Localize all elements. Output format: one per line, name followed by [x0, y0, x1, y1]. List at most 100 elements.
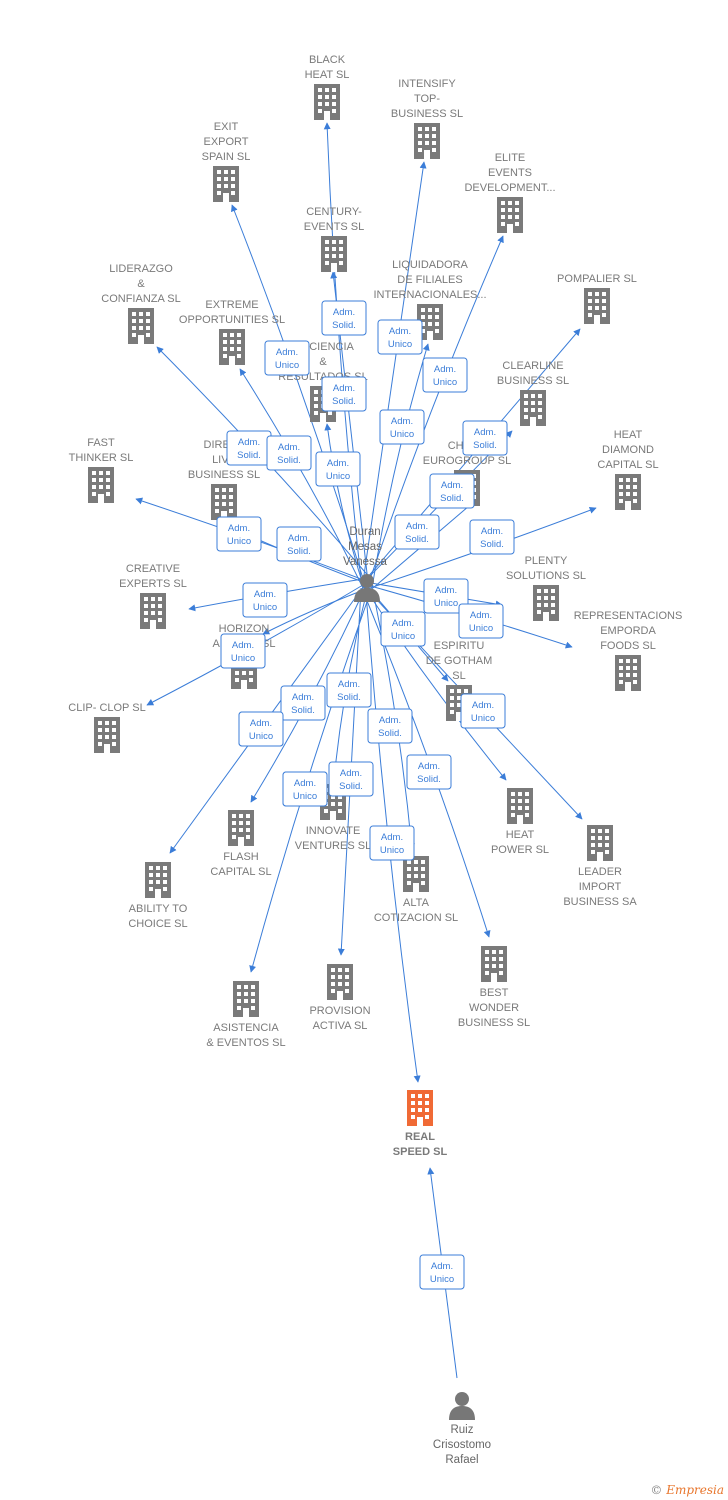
footer-brand[interactable]: © Empresia [650, 1483, 724, 1497]
company-label: ELITE [495, 152, 526, 164]
role-badge-text: Unico [249, 731, 273, 742]
company-label: SOLUTIONS SL [506, 570, 586, 582]
role-badge[interactable]: Adm.Solid. [276, 526, 322, 562]
company-label: HORIZON [219, 623, 270, 635]
role-badge[interactable]: Adm.Unico [264, 340, 310, 376]
company-label: BLACK [309, 54, 346, 66]
role-badge-text: Solid. [378, 728, 402, 739]
company-node-clip-clop[interactable]: CLIP- CLOP SL [68, 702, 146, 753]
role-badge[interactable]: Adm.Unico [369, 825, 415, 861]
company-node-creative-experts[interactable]: CREATIVE EXPERTS SL [119, 563, 187, 629]
building-icon [533, 585, 559, 621]
role-badge[interactable]: Adm.Unico [380, 611, 426, 647]
role-badge[interactable]: Adm.Solid. [321, 376, 367, 412]
company-node-asistencia[interactable]: ASISTENCIA& EVENTOS SL [206, 981, 286, 1049]
role-badge[interactable]: Adm.Unico [242, 582, 288, 618]
role-badge[interactable]: Adm.Unico [423, 578, 469, 614]
company-label: CHOICE SL [128, 918, 187, 930]
role-badge[interactable]: Adm.Solid. [429, 473, 475, 509]
role-badge-text: Unico [231, 653, 255, 664]
company-label: CREATIVE [126, 563, 180, 575]
role-badge-text: Unico [391, 631, 415, 642]
relation-edge [324, 423, 366, 592]
relation-edge [239, 368, 364, 589]
role-badge[interactable]: Adm.Solid. [406, 754, 452, 790]
role-badge-text: Adm. [434, 364, 456, 375]
company-label: CLIP- CLOP SL [68, 702, 145, 714]
role-badge[interactable]: Adm.Solid. [326, 672, 372, 708]
role-badge-text: Adm. [340, 768, 362, 779]
company-label: ACTIVA SL [313, 1020, 368, 1032]
role-badge-box [321, 300, 367, 336]
role-badge[interactable]: Adm.Unico [377, 319, 423, 355]
role-badge-box [242, 582, 288, 618]
building-icon [615, 655, 641, 691]
role-badge[interactable]: Adm.Unico [458, 603, 504, 639]
role-badge[interactable]: Adm.Unico [419, 1254, 465, 1290]
company-node-elite-events[interactable]: ELITEEVENTSDEVELOPMENT... [464, 152, 556, 233]
company-label: SPEED SL [393, 1146, 448, 1158]
role-badge[interactable]: Adm. Unico [422, 357, 468, 393]
role-badge[interactable]: Adm.Unico [315, 451, 361, 487]
role-badge[interactable]: Adm.Unico [238, 711, 284, 747]
role-badge[interactable]: Adm.Solid. [226, 430, 272, 466]
relation-edge [231, 204, 366, 586]
role-badge-text: Adm. [474, 427, 496, 438]
company-label: BUSINESS SL [188, 469, 260, 481]
role-badge[interactable]: Adm.Solid. [321, 300, 367, 336]
role-badge[interactable]: Adm.Unico [220, 633, 266, 669]
building-icon [228, 810, 254, 846]
company-label: EVENTS [488, 167, 532, 179]
role-badge[interactable]: Adm.Unico [379, 409, 425, 445]
company-label: COTIZACION SL [374, 912, 458, 924]
role-badge[interactable]: Adm. Solid. [328, 761, 374, 797]
company-label: CAPITAL SL [210, 866, 271, 878]
role-badge-box [276, 526, 322, 562]
role-badge-text: Adm. [238, 437, 260, 448]
role-badge[interactable]: Adm.Solid. [367, 708, 413, 744]
role-badge[interactable]: Adm.Unico [216, 516, 262, 552]
building-icon [211, 484, 237, 520]
role-badge[interactable]: Adm.Unico [282, 771, 328, 807]
building-icon [407, 1090, 433, 1126]
building-icon [145, 862, 171, 898]
company-node-pompalier[interactable]: POMPALIER SL [557, 273, 637, 324]
role-badge[interactable]: Adm.Solid. [266, 435, 312, 471]
role-badge[interactable]: Adm.Solid. [280, 685, 326, 721]
role-badge-text: Unico [433, 377, 457, 388]
role-badge[interactable]: Adm.Unico [460, 693, 506, 729]
role-badge[interactable]: Adm.Solid. [469, 519, 515, 555]
role-badge-text: Adm. [470, 610, 492, 621]
company-node-liderazgo[interactable]: LIDERAZGO&CONFIANZA SL [101, 263, 181, 344]
company-label: BUSINESS SL [497, 375, 569, 387]
company-label: IMPORT [579, 881, 622, 893]
company-label: EXPERTS SL [119, 578, 187, 590]
role-badge-text: Unico [434, 598, 458, 609]
role-badge[interactable]: Adm.Solid. [462, 420, 508, 456]
role-badge[interactable]: Adm.Solid. [394, 514, 440, 550]
company-node-century-events[interactable]: CENTURY-EVENTS SL [304, 206, 365, 272]
role-badge-text: Solid. [339, 781, 363, 792]
